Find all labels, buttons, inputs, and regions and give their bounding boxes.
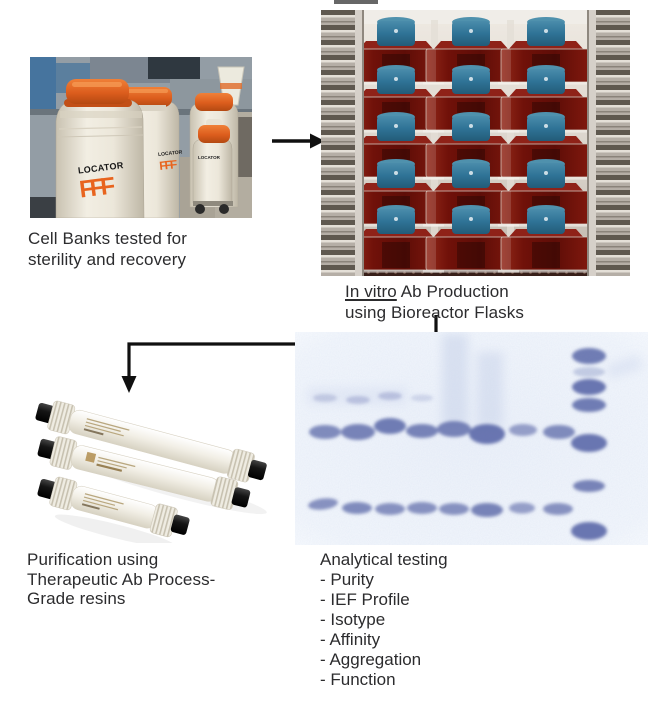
purification-columns-photo <box>15 388 295 543</box>
gel-heavy-chain-bands <box>309 392 575 444</box>
flask-grid <box>347 16 595 274</box>
caption-text: Ab Production <box>396 282 509 301</box>
tank-brand-label: LOCATOR <box>198 155 221 160</box>
caption-line: Grade resins <box>27 589 126 608</box>
production-caption: In vitro Ab Production using Bioreactor … <box>345 281 524 323</box>
gel-electrophoresis-photo <box>295 332 648 545</box>
cell-banks-illustration: LOCATOR LOCATOR FFF <box>30 57 252 218</box>
caption-line: In vitro Ab Production <box>345 281 524 302</box>
tank-logo: FFF <box>78 172 116 203</box>
resin-column <box>35 400 267 483</box>
cell-banks-caption: Cell Banks tested for sterility and reco… <box>28 228 187 270</box>
cryo-tank: LOCATOR FFF <box>55 79 145 218</box>
elbow-arrow-down-icon <box>115 308 455 405</box>
cell-banks-photo: LOCATOR LOCATOR FFF <box>30 57 252 218</box>
photo-crop-artifact <box>334 0 378 4</box>
analytical-item: - Affinity <box>320 630 381 649</box>
caption-line: using Bioreactor Flasks <box>345 303 524 322</box>
bioreactor-illustration <box>321 10 630 276</box>
resin-column <box>37 476 190 538</box>
analytical-testing-list: Analytical testing - Purity - IEF Profil… <box>320 550 448 690</box>
analytical-item: - IEF Profile <box>320 590 410 609</box>
caption-line: Therapeutic Ab Process- <box>27 569 216 589</box>
caption-line: sterility and recovery <box>28 250 187 269</box>
resin-column <box>37 436 251 510</box>
purification-caption: Purification using Therapeutic Ab Proces… <box>27 550 215 609</box>
analytical-item: - Purity <box>320 570 374 589</box>
analytical-item: - Function <box>320 670 396 689</box>
caption-line: Cell Banks tested for <box>28 229 187 248</box>
analytical-item: - Isotype <box>320 610 386 629</box>
analytical-item: - Aggregation <box>320 650 422 669</box>
analytical-title: Analytical testing <box>320 550 448 569</box>
caption-line: Purification using <box>27 550 159 569</box>
gel-illustration <box>295 332 648 545</box>
columns-illustration <box>35 400 267 543</box>
incubator-side-racks <box>321 10 630 276</box>
arrow-right-icon <box>266 128 326 159</box>
in-vitro-underlined: In vitro <box>345 282 397 301</box>
cryo-tank-small: LOCATOR <box>192 119 233 214</box>
bioreactor-photo <box>321 10 630 276</box>
gel-ladder-lane <box>571 348 607 540</box>
gel-smears <box>307 334 643 427</box>
gel-light-chain-bands <box>308 498 573 517</box>
tank-brand-label: LOCATOR <box>158 149 183 158</box>
tank-logo: FFF <box>159 157 178 173</box>
